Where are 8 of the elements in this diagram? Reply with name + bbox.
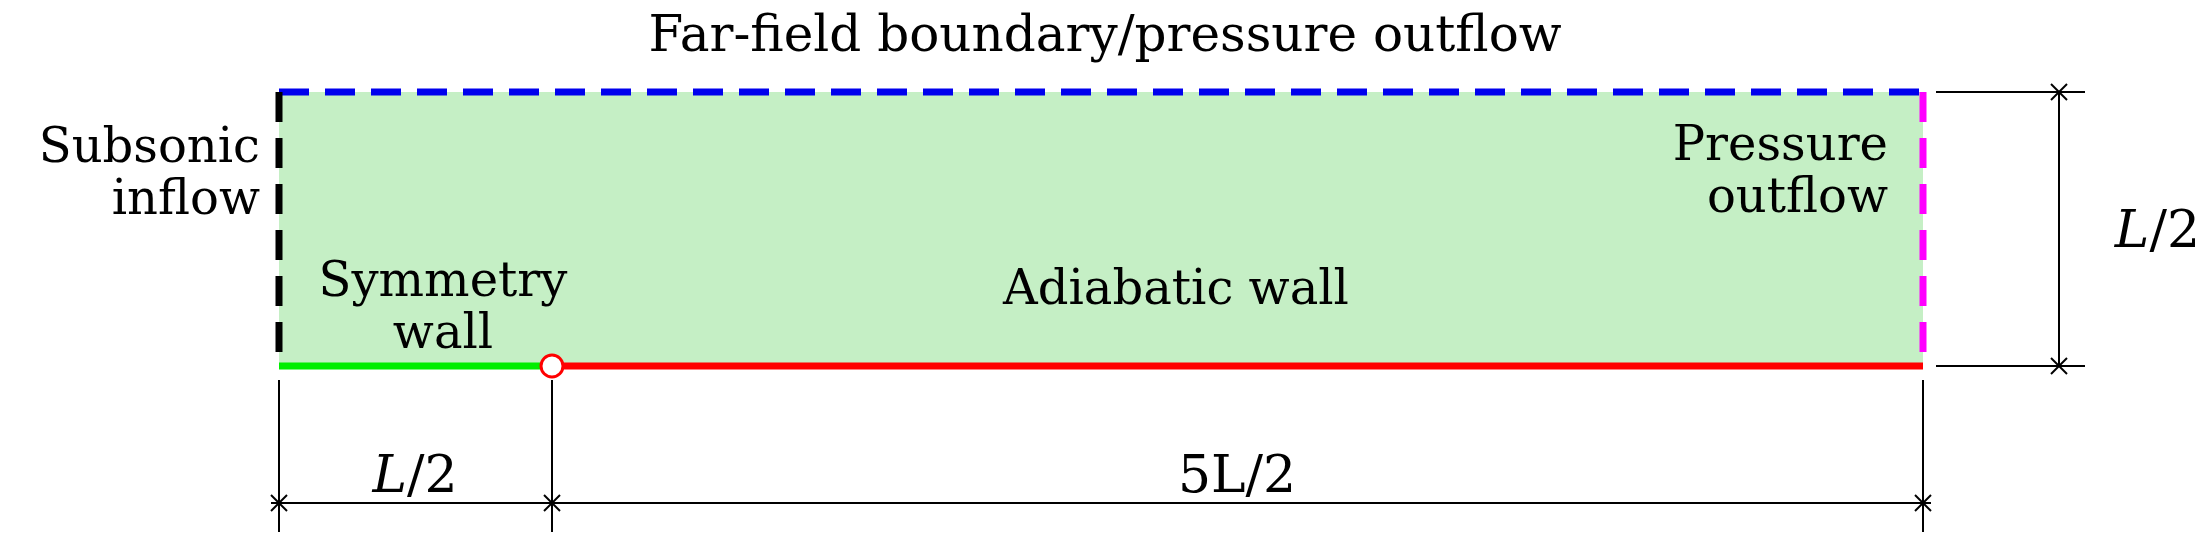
boundary-label: Far-field boundary/pressure outflow — [648, 7, 1562, 61]
boundary-label: Symmetry wall — [317, 254, 569, 358]
boundary-label: Subsonic inflow — [37, 120, 260, 224]
boundary-label: Pressure outflow — [1671, 118, 1888, 222]
dimension-label: L/2 — [372, 445, 458, 503]
dimension-label: 5L/2 — [1177, 445, 1297, 503]
boundary-label: Adiabatic wall — [1003, 262, 1349, 314]
dimension-label: L/2 — [2114, 200, 2200, 258]
